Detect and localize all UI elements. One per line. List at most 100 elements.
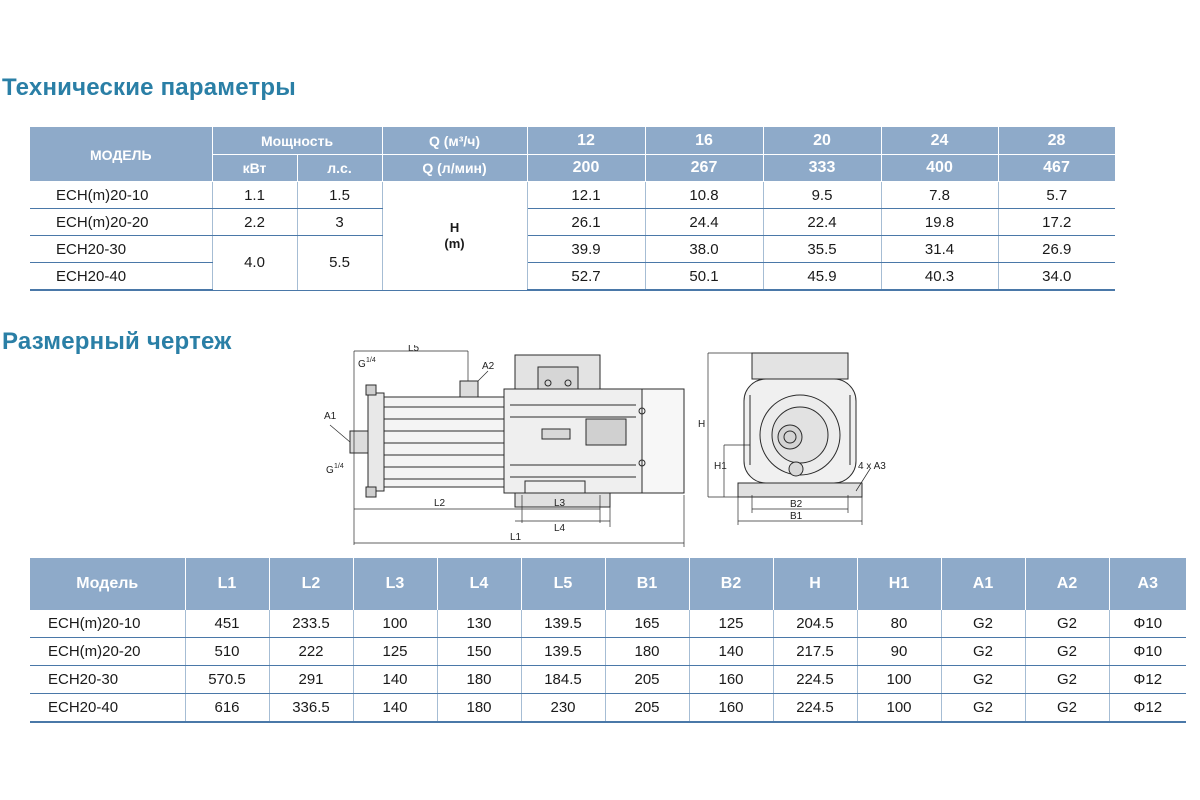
dim-cell: Φ10 [1109, 610, 1186, 638]
label-a3: 4 x A3 [858, 461, 886, 472]
model-cell: ECH20-40 [30, 693, 186, 723]
pump-front-view [737, 352, 863, 498]
table-row: ECH20-40 616 336.5 140 180 230 205 160 2… [30, 693, 1186, 723]
table-row: ECH20-30 4.0 5.5 39.9 38.0 35.5 31.4 26.… [30, 235, 1116, 291]
kw-cell: 2.2 [212, 208, 298, 236]
model-cell: ECH20-30 [30, 235, 213, 263]
head-value: 10.8 [645, 181, 764, 209]
label-b1: B1 [790, 511, 803, 522]
dim-cell: 224.5 [773, 665, 858, 694]
dim-header-a3: A3 [1109, 558, 1186, 610]
head-value: 52.7 [527, 262, 646, 291]
dim-cell: 100 [857, 693, 942, 723]
dim-header-l4: L4 [437, 558, 522, 610]
header-power: Мощность [212, 127, 383, 155]
dim-header-model: Модель [30, 558, 186, 610]
dim-cell: 205 [605, 665, 690, 694]
table-row: ECH20-30 570.5 291 140 180 184.5 205 160… [30, 665, 1186, 694]
dim-cell: 184.5 [521, 665, 606, 694]
dim-cell: G2 [1025, 637, 1110, 666]
header-model: МОДЕЛЬ [30, 127, 213, 182]
dim-cell: 204.5 [773, 610, 858, 638]
kw-cell: 4.0 [212, 235, 298, 291]
dim-cell: 100 [353, 610, 438, 638]
model-cell: ECH(m)20-20 [30, 637, 186, 666]
tech-params-table: МОДЕЛЬ Мощность Q (м³/ч) 12 16 20 24 28 … [30, 127, 1116, 291]
dim-table-body: ECH(m)20-10 451 233.5 100 130 139.5 165 … [30, 610, 1186, 723]
dim-cell: 336.5 [269, 693, 354, 723]
dim-cell: 160 [689, 693, 774, 723]
table-row: ECH20-40 52.7 50.1 45.9 40.3 34.0 [30, 262, 1116, 291]
dim-cell: 217.5 [773, 637, 858, 666]
flow-lmin-cell: 267 [645, 154, 764, 182]
model-cell: ECH20-30 [30, 665, 186, 694]
label-b2: B2 [790, 499, 803, 510]
hp-cell: 5.5 [297, 235, 383, 291]
dim-header-b1: B1 [605, 558, 690, 610]
head-value: 31.4 [881, 235, 999, 263]
dim-header-h: H [773, 558, 858, 610]
header-q-lmin: Q (л/мин) [382, 154, 528, 182]
head-value: 9.5 [763, 181, 882, 209]
head-value: 24.4 [645, 208, 764, 236]
head-value: 19.8 [881, 208, 999, 236]
header-q-m3h: Q (м³/ч) [382, 127, 528, 155]
dim-cell: 125 [353, 637, 438, 666]
dim-cell: 180 [605, 637, 690, 666]
flow-m3h-cell: 20 [763, 127, 882, 155]
model-cell: ECH(m)20-20 [30, 208, 213, 236]
table-row: ECH(m)20-10 1.1 1.5 H (m) 12.1 10.8 9.5 … [30, 181, 1116, 291]
dim-cell: 100 [857, 665, 942, 694]
label-l2: L2 [434, 498, 446, 509]
table-row: ECH(m)20-10 451 233.5 100 130 139.5 165 … [30, 610, 1186, 638]
dim-cell: Φ12 [1109, 693, 1186, 723]
section-title-tech-params: Технические параметры [2, 74, 296, 101]
head-value: 35.5 [763, 235, 882, 263]
head-value: 17.2 [998, 208, 1116, 236]
dim-header-l3: L3 [353, 558, 438, 610]
label-g-bottom: G [326, 465, 334, 476]
label-g-top: G [358, 359, 366, 370]
dim-cell: 90 [857, 637, 942, 666]
label-h: H [698, 419, 705, 430]
dim-cell: 180 [437, 665, 522, 694]
head-value: 22.4 [763, 208, 882, 236]
label-g-top-fraction: 1/4 [366, 357, 376, 364]
head-value: 5.7 [998, 181, 1116, 209]
head-value: 26.1 [527, 208, 646, 236]
head-value: 39.9 [527, 235, 646, 263]
dim-cell: 180 [437, 693, 522, 723]
dim-header-l5: L5 [521, 558, 606, 610]
dim-cell: 230 [521, 693, 606, 723]
header-hp: л.с. [297, 154, 383, 182]
kw-cell: 1.1 [212, 181, 298, 209]
dim-cell: Φ10 [1109, 637, 1186, 666]
dim-cell: 130 [437, 610, 522, 638]
head-value: 34.0 [998, 262, 1116, 291]
dim-cell: 160 [689, 665, 774, 694]
flow-lmin-cell: 400 [881, 154, 999, 182]
dim-cell: 224.5 [773, 693, 858, 723]
head-value: 38.0 [645, 235, 764, 263]
label-l1: L1 [510, 532, 522, 543]
dim-cell: 205 [605, 693, 690, 723]
label-l3: L3 [554, 498, 566, 509]
flow-m3h-cell: 16 [645, 127, 764, 155]
dimension-drawing: L5 G 1/4 A2 A1 G 1/4 L2 L3 L4 L1 H H1 B2… [324, 345, 886, 547]
flow-lmin-cell: 333 [763, 154, 882, 182]
head-value: 40.3 [881, 262, 999, 291]
dim-cell: 222 [269, 637, 354, 666]
flow-m3h-cell: 28 [998, 127, 1116, 155]
label-a2: A2 [482, 361, 495, 372]
hp-cell: 1.5 [297, 181, 383, 209]
hp-cell: 3 [297, 208, 383, 236]
dim-header-l1: L1 [185, 558, 270, 610]
dim-cell: 125 [689, 610, 774, 638]
dim-cell: 451 [185, 610, 270, 638]
label-l4: L4 [554, 523, 566, 534]
head-label-h: H [449, 219, 460, 235]
dimensions-table: Модель L1 L2 L3 L4 L5 B1 B2 H H1 A1 A2 A… [30, 558, 1186, 723]
dim-cell: 139.5 [521, 610, 606, 638]
section-title-dimension-drawing: Размерный чертеж [2, 328, 232, 355]
flow-lmin-cell: 200 [527, 154, 646, 182]
